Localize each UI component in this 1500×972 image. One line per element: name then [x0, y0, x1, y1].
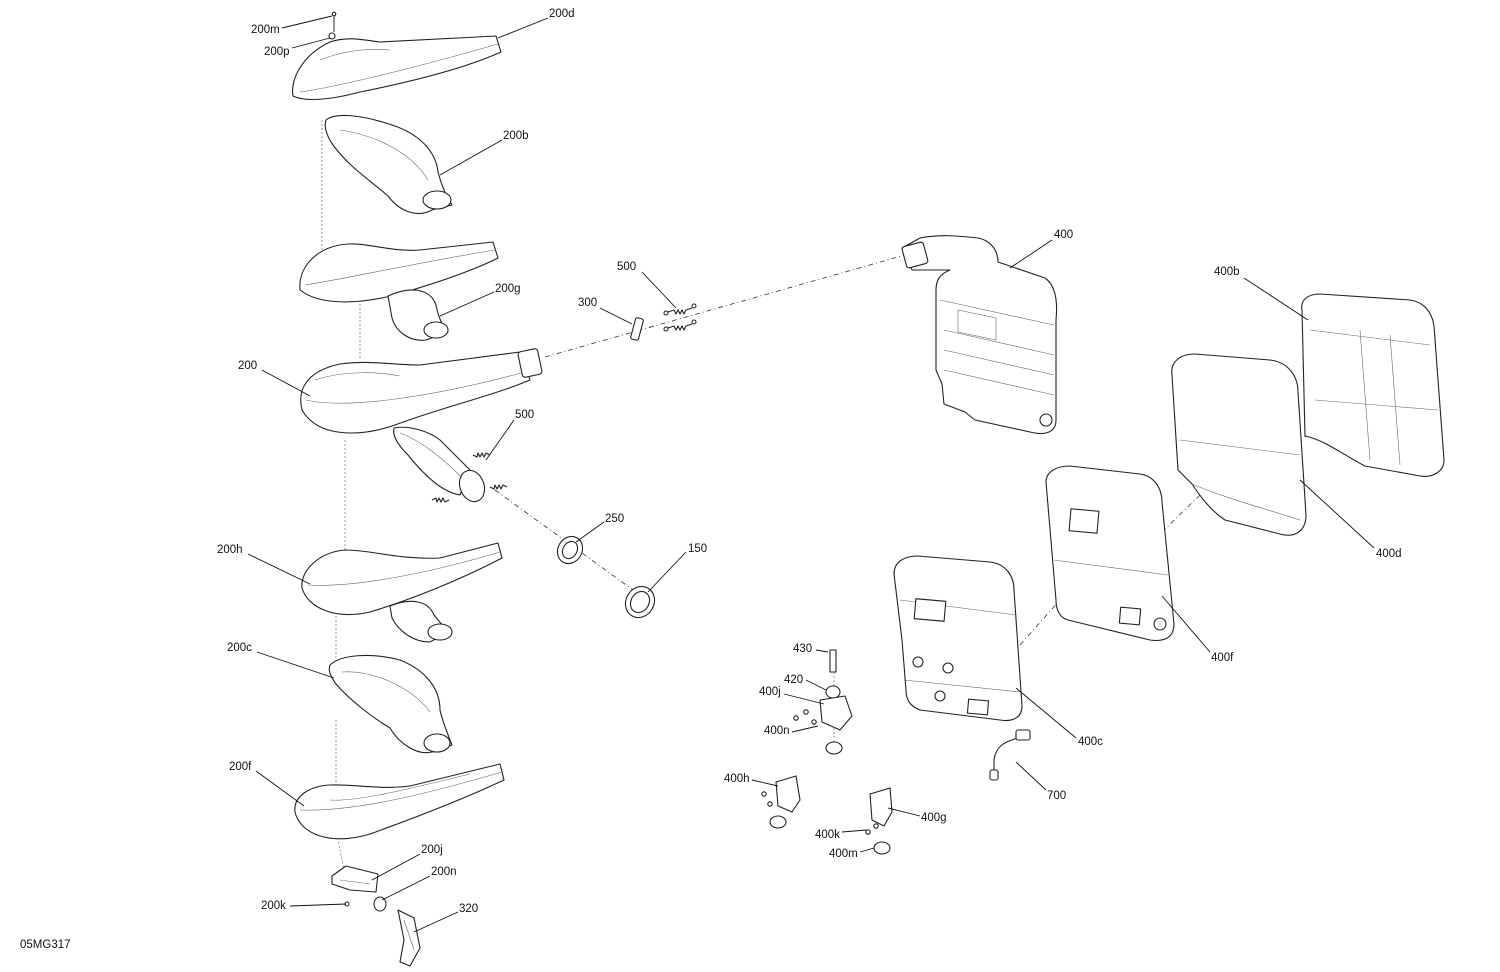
cover-400d [1171, 353, 1307, 536]
callout-400j: 400j [759, 686, 781, 698]
silencer-400 [901, 235, 1058, 435]
sensor-700 [989, 729, 1031, 781]
grommet-200n [373, 896, 387, 912]
callout-150: 150 [688, 543, 707, 555]
callout-500-upper: 500 [617, 261, 636, 273]
callout-300: 300 [578, 297, 597, 309]
callout-320: 320 [459, 903, 478, 915]
callout-400g: 400g [921, 812, 947, 824]
callout-200m: 200m [251, 24, 280, 36]
callout-400k: 400k [815, 829, 840, 841]
drawing-reference: 05MG317 [20, 939, 71, 951]
rear-inner-shield-400b [1301, 293, 1445, 477]
upper-outer-shell-200d [292, 11, 502, 100]
callout-250: 250 [605, 513, 624, 525]
callout-200b: 200b [503, 130, 529, 142]
cover-400f [1045, 465, 1175, 642]
upper-heat-shield-200b [324, 114, 453, 214]
callout-400n: 400n [764, 725, 790, 737]
lower-outer-shell-200f [294, 763, 505, 840]
bracket-400g [865, 787, 893, 855]
callout-200: 200 [238, 360, 257, 372]
gasket-300 [630, 317, 644, 341]
callout-200n: 200n [431, 866, 457, 878]
callout-200c: 200c [227, 642, 252, 654]
callout-200g: 200g [495, 283, 521, 295]
springs-500-upper [663, 303, 697, 332]
callout-200f: 200f [229, 761, 252, 773]
callout-420: 420 [784, 674, 803, 686]
muffler-body-200 [300, 348, 543, 503]
lower-heat-shield-200c [328, 654, 453, 754]
ring-150 [624, 585, 656, 619]
ring-250 [556, 535, 584, 565]
assembly-lines [321, 120, 1319, 881]
callout-400b: 400b [1214, 266, 1240, 278]
callout-430: 430 [793, 643, 812, 655]
callout-200d: 200d [549, 8, 575, 20]
bracket-400h [761, 775, 801, 829]
callout-labels: 200m 200p 200d 200b 200g 200 500 300 500… [217, 8, 1402, 915]
callout-200k: 200k [261, 900, 286, 912]
springs-500-lower [431, 452, 508, 503]
lower-shell-200h [301, 542, 503, 643]
callout-700: 700 [1047, 790, 1066, 802]
outer-cover-400c [893, 555, 1023, 722]
callout-400c: 400c [1078, 736, 1103, 748]
support-320 [397, 909, 421, 967]
bracket-200j [331, 865, 379, 893]
callout-200j: 200j [421, 844, 443, 856]
callout-400d: 400d [1376, 548, 1402, 560]
callout-400: 400 [1054, 229, 1073, 241]
callout-500-lower: 500 [515, 409, 534, 421]
callout-400m: 400m [829, 848, 858, 860]
upper-inner-shield-200g [299, 241, 499, 341]
callout-400h: 400h [724, 773, 750, 785]
bracket-400j [793, 649, 853, 755]
callout-400f: 400f [1211, 652, 1234, 664]
leader-lines [247, 15, 1375, 933]
callout-200h: 200h [217, 544, 243, 556]
callout-200p: 200p [264, 46, 290, 58]
